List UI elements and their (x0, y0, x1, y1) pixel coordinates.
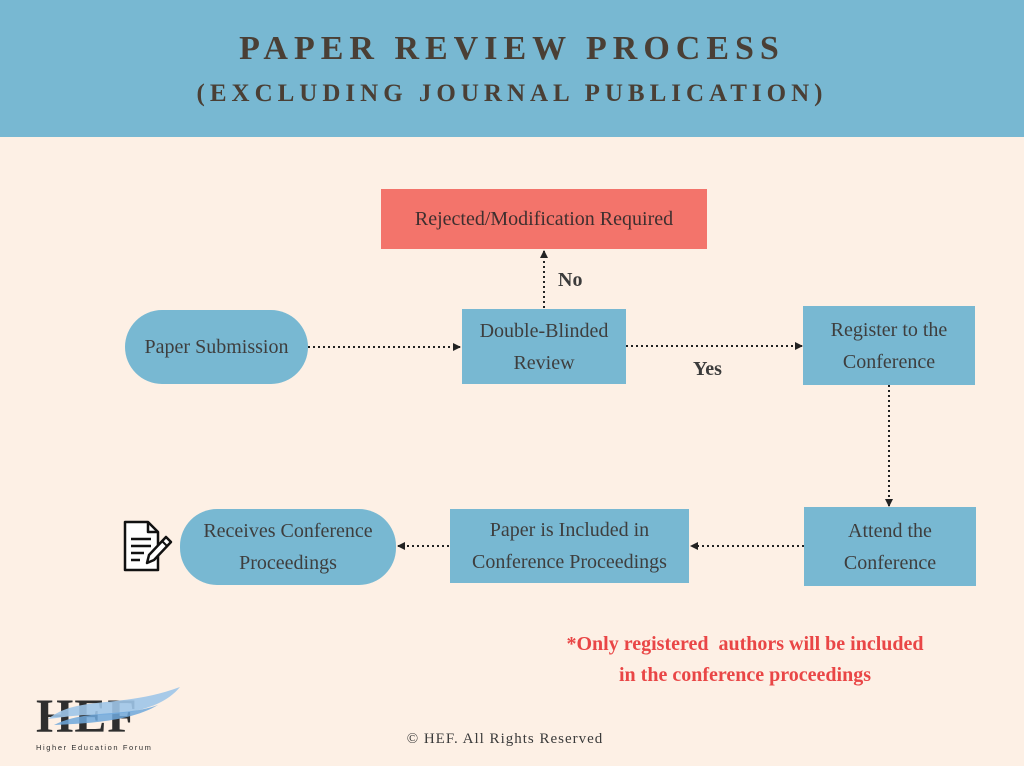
register-label-line1: Register to the (830, 318, 948, 341)
logo-tagline: Higher Education Forum (36, 743, 153, 752)
note-line2: in the conference proceedings (618, 664, 871, 686)
attend-label-line2: Conference (843, 551, 937, 574)
copyright-footer: © HEF. All Rights Reserved (406, 731, 604, 747)
register-label-line2: Conference (842, 350, 936, 373)
header-banner: PAPER REVIEW PROCESS (EXCLUDING JOURNAL … (0, 0, 1024, 137)
attend-label-line1: Attend the (848, 519, 932, 542)
edge-label-no: No (558, 269, 583, 291)
double-blinded-review-node: Double-Blinded Review (462, 309, 626, 384)
included-label-line2: Conference Proceedings (472, 551, 667, 573)
register-node: Register to the Conference (803, 306, 975, 385)
receives-proceedings-node: Receives Conference Proceedings (180, 509, 396, 585)
wing-icon (48, 687, 180, 725)
receives-label-line1: Receives Conference (203, 520, 373, 542)
attend-node: Attend the Conference (804, 507, 976, 586)
paper-submission-node: Paper Submission (125, 310, 308, 384)
hef-logo: HEF Higher Education Forum (30, 685, 190, 755)
paper-submission-label: Paper Submission (144, 336, 289, 358)
note-line1: *Only registered authors will be include… (566, 633, 924, 655)
document-edit-icon (123, 520, 173, 572)
page-title: PAPER REVIEW PROCESS (239, 30, 785, 67)
page-subtitle: (EXCLUDING JOURNAL PUBLICATION) (196, 80, 828, 107)
included-label-line1: Paper is Included in (489, 519, 650, 541)
review-label-line2: Review (513, 351, 575, 374)
review-label-line1: Double-Blinded (479, 319, 609, 342)
rejected-node: Rejected/Modification Required (381, 189, 707, 249)
included-node: Paper is Included in Conference Proceedi… (450, 509, 689, 583)
edge-label-yes: Yes (693, 358, 722, 380)
receives-label-line2: Proceedings (239, 552, 337, 574)
registration-note: *Only registered authors will be include… (520, 633, 970, 687)
rejected-label: Rejected/Modification Required (414, 208, 674, 230)
